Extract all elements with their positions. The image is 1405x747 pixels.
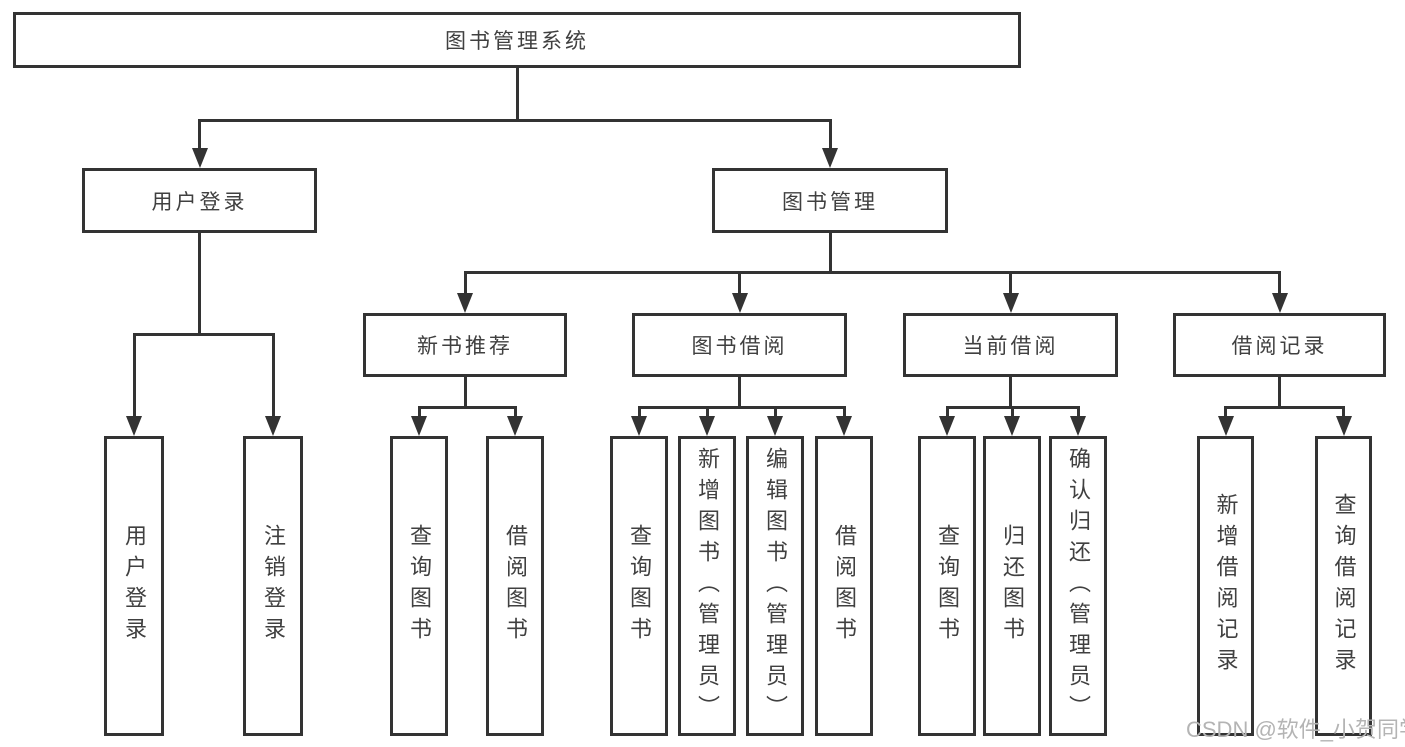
- leaf-logout: 注销登录: [243, 436, 303, 736]
- leaf-label: 注销登录: [261, 524, 286, 648]
- connector-line: [1010, 406, 1014, 418]
- node-user-login: 用户登录: [82, 168, 317, 233]
- leaf-label: 用户登录: [122, 524, 147, 648]
- connector-line: [417, 406, 517, 409]
- leaf-label: 查询图书: [407, 524, 432, 648]
- connector-line: [271, 333, 275, 418]
- connector-line: [1076, 406, 1080, 418]
- node-label: 当前借阅: [962, 335, 1059, 358]
- connector-line: [417, 406, 421, 418]
- leaf-label: 新增图书（管理员）: [695, 446, 720, 726]
- leaf-query-books-current: 查询图书: [918, 436, 976, 736]
- connector-line: [828, 119, 832, 150]
- connector-line: [1224, 406, 1344, 409]
- leaf-label: 新增借阅记录: [1213, 493, 1239, 679]
- leaf-query-borrow-record: 查询借阅记录: [1315, 436, 1372, 736]
- leaf-label: 借阅图书: [832, 524, 857, 648]
- leaf-confirm-return-admin: 确认归还（管理员）: [1049, 436, 1107, 736]
- leaf-add-books-admin: 新增图书（管理员）: [678, 436, 736, 736]
- connector-line: [1278, 271, 1281, 295]
- arrow-down-icon: [939, 416, 955, 436]
- node-label: 图书管理: [782, 190, 878, 214]
- connector-line: [132, 333, 136, 418]
- arrow-down-icon: [836, 416, 852, 436]
- arrow-down-icon: [265, 416, 281, 436]
- node-label: 新书推荐: [417, 335, 513, 358]
- arrow-down-icon: [699, 416, 715, 436]
- leaf-label: 借阅图书: [503, 524, 528, 648]
- arrow-down-icon: [411, 416, 427, 436]
- connector-line: [463, 271, 467, 295]
- arrow-down-icon: [191, 148, 208, 168]
- connector-line: [198, 119, 831, 122]
- arrow-down-icon: [1004, 416, 1020, 436]
- arrow-down-icon: [631, 416, 647, 436]
- connector-line: [1342, 406, 1345, 418]
- connector-line: [515, 68, 519, 120]
- connector-line: [773, 406, 777, 418]
- connector-line: [198, 233, 201, 335]
- connector-line: [637, 406, 846, 409]
- connector-line: [132, 333, 275, 336]
- connector-line: [842, 406, 846, 418]
- arrow-down-icon: [507, 416, 523, 436]
- arrow-down-icon: [822, 148, 838, 168]
- leaf-label: 查询图书: [935, 524, 960, 648]
- connector-line: [1278, 377, 1281, 408]
- node-label: 用户登录: [151, 190, 248, 214]
- arrow-down-icon: [457, 293, 473, 313]
- leaf-add-borrow-record: 新增借阅记录: [1197, 436, 1254, 736]
- leaf-borrow-books: 借阅图书: [815, 436, 873, 736]
- node-label: 图书管理系统: [445, 30, 589, 53]
- node-label: 图书借阅: [691, 335, 788, 358]
- node-book-borrowing: 图书借阅: [632, 313, 847, 377]
- arrow-down-icon: [1070, 416, 1086, 436]
- arrow-down-icon: [1217, 416, 1234, 436]
- connector-line: [637, 406, 641, 418]
- arrow-down-icon: [1335, 416, 1352, 436]
- node-borrowing-records: 借阅记录: [1173, 313, 1386, 377]
- connector-line: [463, 377, 467, 408]
- connector-line: [738, 377, 741, 408]
- connector-line: [1224, 406, 1227, 418]
- connector-line: [198, 119, 201, 150]
- leaf-return-books: 归还图书: [983, 436, 1041, 736]
- arrow-down-icon: [731, 293, 748, 313]
- connector-line: [513, 406, 517, 418]
- connector-line: [945, 406, 949, 418]
- connector-line: [1009, 377, 1012, 408]
- node-current-borrowing: 当前借阅: [903, 313, 1118, 377]
- arrow-down-icon: [1002, 293, 1019, 313]
- leaf-user-login: 用户登录: [104, 436, 164, 736]
- connector-line: [463, 271, 1281, 274]
- arrow-down-icon: [767, 416, 783, 436]
- node-book-management: 图书管理: [712, 168, 948, 233]
- arrow-down-icon: [126, 416, 142, 436]
- connector-line: [705, 406, 709, 418]
- leaf-query-books-recommend: 查询图书: [390, 436, 448, 736]
- connector-line: [828, 233, 832, 274]
- leaf-label: 查询借阅记录: [1331, 493, 1357, 679]
- connector-line: [1009, 271, 1012, 295]
- leaf-query-books-borrowing: 查询图书: [610, 436, 668, 736]
- node-label: 借阅记录: [1231, 335, 1328, 358]
- leaf-label: 归还图书: [1000, 524, 1025, 648]
- node-new-book-recommend: 新书推荐: [363, 313, 567, 377]
- connector-line: [738, 271, 741, 295]
- leaf-borrow-books-recommend: 借阅图书: [486, 436, 544, 736]
- node-book-management-system: 图书管理系统: [13, 12, 1021, 68]
- leaf-label: 查询图书: [627, 524, 652, 648]
- arrow-down-icon: [1271, 293, 1288, 313]
- leaf-label: 编辑图书（管理员）: [763, 446, 788, 726]
- leaf-edit-books-admin: 编辑图书（管理员）: [746, 436, 804, 736]
- watermark-text: CSDN @软件_小贺同学: [1186, 717, 1405, 742]
- leaf-label: 确认归还（管理员）: [1066, 446, 1091, 726]
